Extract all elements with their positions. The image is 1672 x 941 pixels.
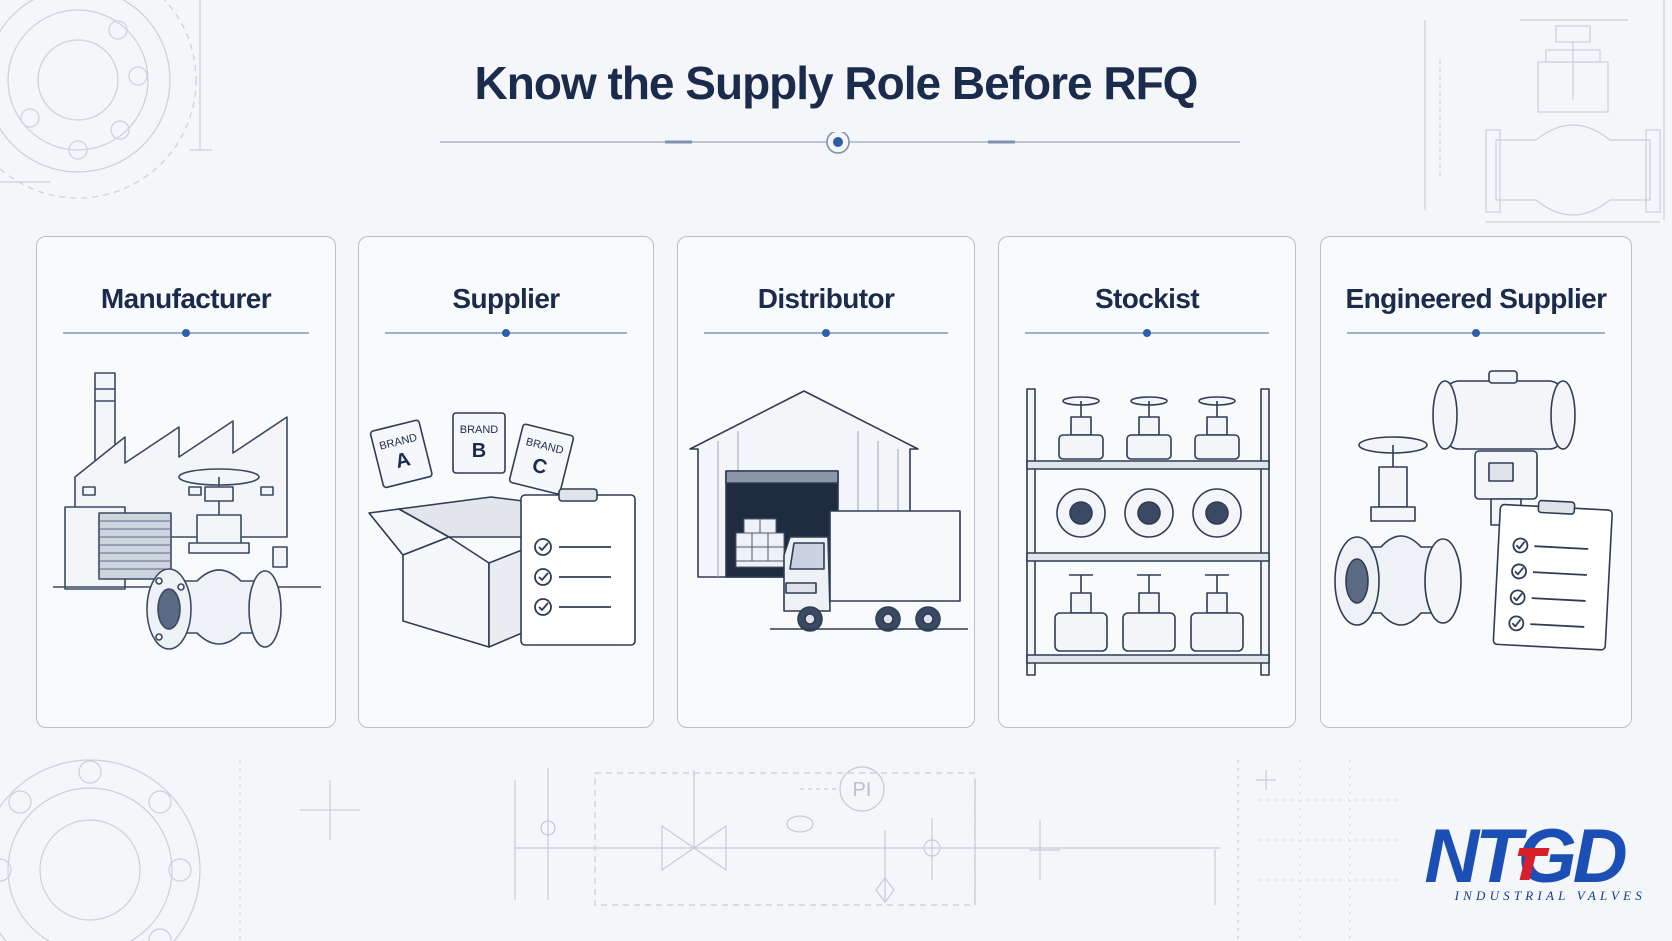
card-title-stockist: Stockist (1094, 283, 1200, 314)
valve-drawing-top-right (1424, 0, 1665, 223)
title-divider (440, 132, 1240, 154)
card-divider-dot (1472, 329, 1480, 337)
ntgd-wordmark: NTGD (1424, 814, 1629, 899)
svg-text:C: C (530, 454, 549, 479)
card-title-distributor: Distributor (757, 283, 895, 314)
card-divider-dot (182, 329, 190, 337)
card-divider-dot (822, 329, 830, 337)
brand-card-b: BRAND B (452, 412, 506, 474)
grid-lines-bottom-right (1260, 760, 1400, 941)
card-stockist: Stockist (998, 236, 1296, 728)
logo-subtitle: INDUSTRIAL VALVES (1454, 888, 1646, 903)
svg-text:BRAND: BRAND (460, 424, 499, 436)
card-manufacturer: Manufacturer (36, 236, 336, 728)
shelf-row-top (1058, 396, 1240, 460)
card-title-supplier: Supplier (452, 283, 560, 314)
card-title-engineered-supplier: Engineered Supplier (1345, 283, 1607, 314)
brand-card-a: BRAND A (369, 419, 433, 489)
svg-text:B: B (472, 440, 486, 462)
flange-drawing-bottom-left (0, 759, 360, 941)
card-distributor: Distributor (677, 236, 975, 728)
brand-box-checklist-illustration: BRAND A BRAND B BRAND C (368, 412, 636, 648)
valve-shelving-illustration (1026, 388, 1270, 676)
page-title: Know the Supply Role Before RFQ (474, 57, 1199, 109)
brand-card-c: BRAND C (508, 423, 575, 495)
shelf-row-middle (1056, 488, 1242, 538)
ntgd-logo: NTGD INDUSTRIAL VALVES (1394, 814, 1654, 924)
card-divider-dot (1143, 329, 1151, 337)
card-engineered-supplier: Engineered Supplier (1320, 236, 1632, 728)
card-divider-dot (502, 329, 510, 337)
pi-instrument-label: PI (853, 779, 872, 801)
shelf-row-bottom (1054, 574, 1244, 652)
svg-text:A: A (393, 448, 412, 473)
piping-diagram-bottom (514, 760, 1276, 941)
flange-drawing-top-left (0, 0, 212, 199)
card-supplier: Supplier BRAND A BRAND B BRAND C (358, 236, 654, 728)
factory-with-valve-illustration (53, 372, 321, 650)
warehouse-truck-illustration (689, 390, 968, 632)
card-title-manufacturer: Manufacturer (100, 283, 272, 314)
actuated-valve-checklist-illustration (1334, 370, 1613, 651)
